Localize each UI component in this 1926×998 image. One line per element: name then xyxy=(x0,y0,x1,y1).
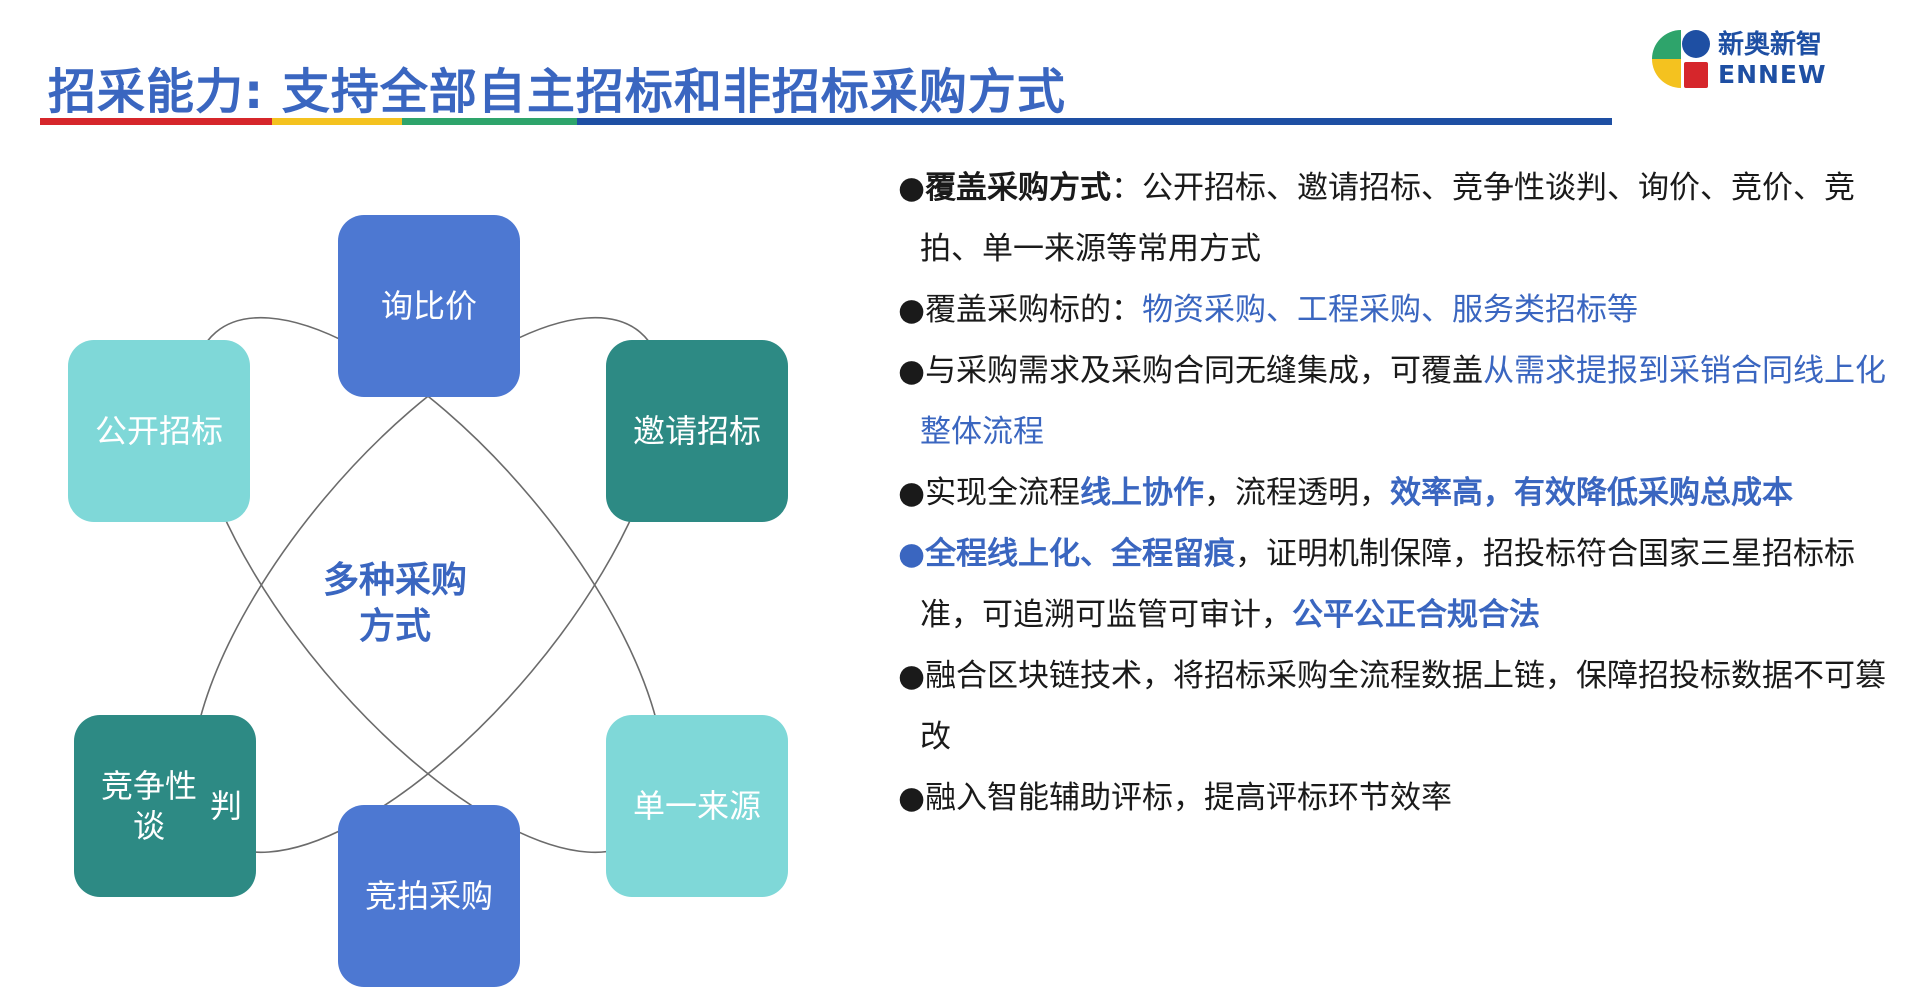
bullet-text: 覆盖采购标的： xyxy=(925,292,1143,328)
ennew-logo: 新奥新智 ENNEW xyxy=(1648,24,1858,94)
bullet-text: 与采购需求及采购合同无缝集成，可覆盖 xyxy=(925,353,1484,389)
bullet-text: 物资采购、工程采购、服务类招标等 xyxy=(1142,292,1639,328)
bullet-dot-icon: ● xyxy=(898,536,926,572)
method-node-label: 公开 xyxy=(94,412,159,450)
bullet-text: 实现全流程 xyxy=(925,475,1081,511)
feature-bullet: ●覆盖采购方式：公开招标、邀请招标、竞争性谈判、询价、竞价、竞拍、单一来源等常用… xyxy=(898,158,1908,280)
feature-bullet: ●实现全流程线上协作，流程透明，效率高，有效降低采购总成本 xyxy=(898,463,1908,524)
feature-bullet: ●融入智能辅助评标，提高评标环节效率 xyxy=(898,768,1908,829)
feature-bullet: ●覆盖采购标的：物资采购、工程采购、服务类招标等 xyxy=(898,280,1908,341)
method-node: 邀请招标 xyxy=(606,340,788,522)
feature-bullet: ●全程线上化、全程留痕，证明机制保障，招投标符合国家三星招标标准，可追溯可监管可… xyxy=(898,524,1908,646)
method-node-label: 单一 xyxy=(632,787,697,825)
bullet-text: ，流程透明， xyxy=(1204,475,1391,511)
bullet-text: 线上协作 xyxy=(1080,475,1205,511)
page-title: 招采能力: 支持全部自主招标和非招标采购方式 xyxy=(48,64,1066,120)
bullet-dot-icon: ● xyxy=(898,170,926,206)
bullet-text: ，证明机制保障，招投标符合国家三星招标标准，可追溯可监管可审计， xyxy=(920,536,1856,633)
bullet-dot-icon: ● xyxy=(898,658,926,694)
bullet-text: 覆盖采购方式 xyxy=(925,170,1112,206)
diagram-center-label: 多种采购 方式 xyxy=(322,560,467,647)
feature-bullet: ●融合区块链技术，将招标采购全流程数据上链，保障招投标数据不可篡改 xyxy=(898,646,1908,768)
bullet-dot-icon: ● xyxy=(898,292,926,328)
title-underline xyxy=(40,118,1612,125)
method-node-label: 竞争性谈 xyxy=(100,767,197,845)
method-node-label: 招标 xyxy=(159,412,224,450)
method-node-label: 判 xyxy=(209,787,242,825)
bullet-text: 效率高，有效降低采购总成本 xyxy=(1390,475,1794,511)
bullet-dot-icon: ● xyxy=(898,353,926,389)
method-node-label: 竞拍采购 xyxy=(364,877,493,915)
method-node-label: 询比价 xyxy=(380,287,477,325)
procurement-methods-diagram: 多种采购 方式 询比价邀请招标单一来源竞拍采购竞争性谈判公开招标 xyxy=(60,210,800,990)
logo-english-text: ENNEW xyxy=(1718,60,1827,89)
method-node-label: 来源 xyxy=(697,787,762,825)
method-node: 询比价 xyxy=(338,215,520,397)
bullet-text: 公平公正合规合法 xyxy=(1292,597,1540,633)
method-node: 单一来源 xyxy=(606,715,788,897)
bullet-dot-icon: ● xyxy=(898,780,926,816)
bullet-text: 融合区块链技术，将招标采购全流程数据上链，保障招投标数据不可篡改 xyxy=(920,658,1887,755)
feature-bullet: ●与采购需求及采购合同无缝集成，可覆盖从需求提报到采销合同线上化整体流程 xyxy=(898,341,1908,463)
bullet-text: 全程线上化、全程留痕 xyxy=(925,536,1236,572)
method-node: 竞争性谈判 xyxy=(74,715,256,897)
bullet-dot-icon: ● xyxy=(898,475,926,511)
method-node: 公开招标 xyxy=(68,340,250,522)
feature-list: ●覆盖采购方式：公开招标、邀请招标、竞争性谈判、询价、竞价、竞拍、单一来源等常用… xyxy=(898,158,1908,829)
method-node-label: 招标 xyxy=(697,412,762,450)
method-node: 竞拍采购 xyxy=(338,805,520,987)
bullet-text: ：公开招标、邀请招标、竞争性谈判、询价、竞价、竞拍、单一来源等常用方式 xyxy=(920,170,1856,267)
logo-chinese-text: 新奥新智 xyxy=(1718,30,1823,60)
logo-mark-icon xyxy=(1652,30,1710,88)
method-node-label: 邀请 xyxy=(632,412,697,450)
bullet-text: 从需求提报到采销合同线上化整体流程 xyxy=(920,353,1887,450)
bullet-text: 融入智能辅助评标，提高评标环节效率 xyxy=(925,780,1453,816)
